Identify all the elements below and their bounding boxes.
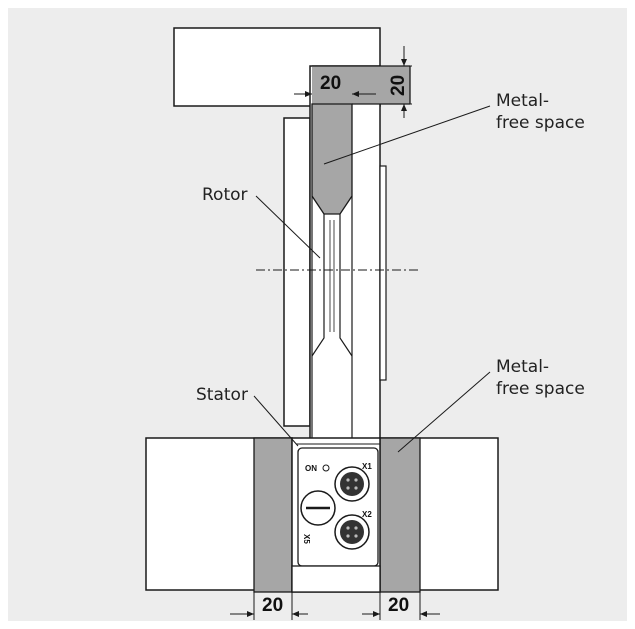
leader-metal-free-top [323,105,491,165]
x2-connector-socket [340,520,364,544]
leader-rotor [255,195,321,259]
metal-free-zone-bottom-right [379,437,421,593]
stator-base [291,565,381,593]
x5-label: X5 [302,534,311,544]
label-stator: Stator [196,385,248,405]
rotor-slot-right [339,214,353,357]
leader-metal-free-bottom [397,371,491,453]
rotor-flange [283,117,311,427]
on-led-icon [322,464,330,472]
label-metal-free-bottom-2: free space [496,379,585,399]
metal-free-zone-bottom-left [253,437,293,593]
x2-label: X2 [362,510,372,519]
rotor-slot-left [311,214,325,357]
label-rotor: Rotor [202,185,248,205]
x1-connector-socket [340,472,364,496]
dimension-top-height: 20 [388,75,409,96]
label-metal-free-bottom-1: Metal- [496,357,549,377]
label-metal-free-top-1: Metal- [496,91,549,111]
label-metal-free-top-2: free space [496,113,585,133]
dimension-top-width: 20 [320,73,341,94]
dimension-bottom-right: 20 [388,595,409,616]
leader-stator [253,395,299,447]
rotor-edge-strip [379,165,387,381]
metal-free-zone-top-block [312,66,410,104]
on-label: ON [305,464,317,473]
metal-free-zone-top-taper [311,103,353,215]
dimension-bottom-left: 20 [262,595,283,616]
x1-label: X1 [362,462,372,471]
